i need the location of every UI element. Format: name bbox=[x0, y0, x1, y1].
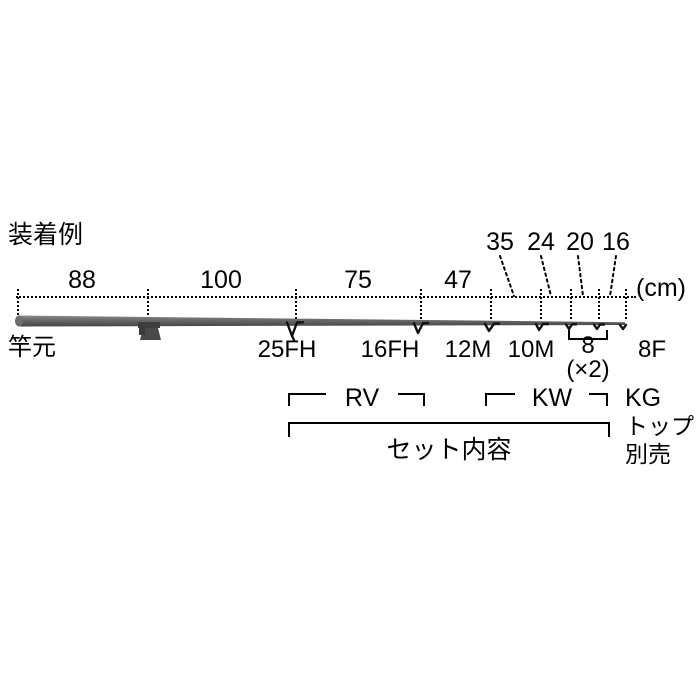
set-contents-bracket bbox=[288, 422, 610, 437]
reel-seat-icon bbox=[138, 322, 161, 340]
guide-name-8: 8 bbox=[581, 332, 595, 359]
pair-bracket bbox=[568, 330, 608, 340]
baseline-tick-guide-6 bbox=[598, 289, 600, 319]
unit-label: (cm) bbox=[636, 274, 686, 302]
spacing-value-2: 100 bbox=[200, 266, 242, 294]
spacing-value-3: 75 bbox=[344, 266, 372, 294]
baseline-tick-guide-5 bbox=[570, 289, 572, 319]
diagram-title: 装着例 bbox=[8, 221, 84, 249]
baseline-tick-tip bbox=[625, 289, 627, 319]
group-label-rv: RV bbox=[326, 386, 398, 411]
tip-spacing-value-4: 16 bbox=[602, 228, 630, 256]
baseline-tick-guide-1 bbox=[295, 289, 297, 319]
kg-note-line-2: 別売 bbox=[625, 441, 671, 467]
kg-note-line-1: トップ bbox=[625, 413, 694, 439]
baseline-tick-guide-2 bbox=[420, 289, 422, 319]
guide-name-8F: 8F bbox=[637, 336, 666, 363]
rod-guides bbox=[285, 321, 628, 342]
rod-blank bbox=[15, 315, 625, 327]
guide-name-25FH: 25FH bbox=[257, 336, 317, 363]
rod-butt-label: 竿元 bbox=[8, 334, 56, 361]
baseline-tick-guide-3 bbox=[490, 289, 492, 319]
measurement-baseline bbox=[16, 296, 636, 298]
baseline-tick-reelseat bbox=[147, 289, 149, 319]
guide-name-10M: 10M bbox=[507, 336, 555, 363]
tip-spacing-value-3: 20 bbox=[566, 228, 594, 256]
baseline-tick-butt bbox=[17, 289, 19, 319]
guide-name-12M: 12M bbox=[444, 336, 492, 363]
set-contents-label: セット内容 bbox=[386, 436, 512, 464]
tip-spacing-value-2: 24 bbox=[527, 228, 555, 256]
spacing-value-1: 88 bbox=[68, 266, 96, 294]
pair-multiplier-label: (×2) bbox=[566, 356, 610, 383]
spacing-value-4: 47 bbox=[444, 266, 472, 294]
baseline-tick-guide-4 bbox=[540, 289, 542, 319]
kg-code-label: KG bbox=[625, 384, 662, 412]
tip-spacing-value-1: 35 bbox=[486, 228, 514, 256]
group-label-kw: KW bbox=[515, 386, 589, 411]
guide-name-16FH: 16FH bbox=[360, 336, 420, 363]
